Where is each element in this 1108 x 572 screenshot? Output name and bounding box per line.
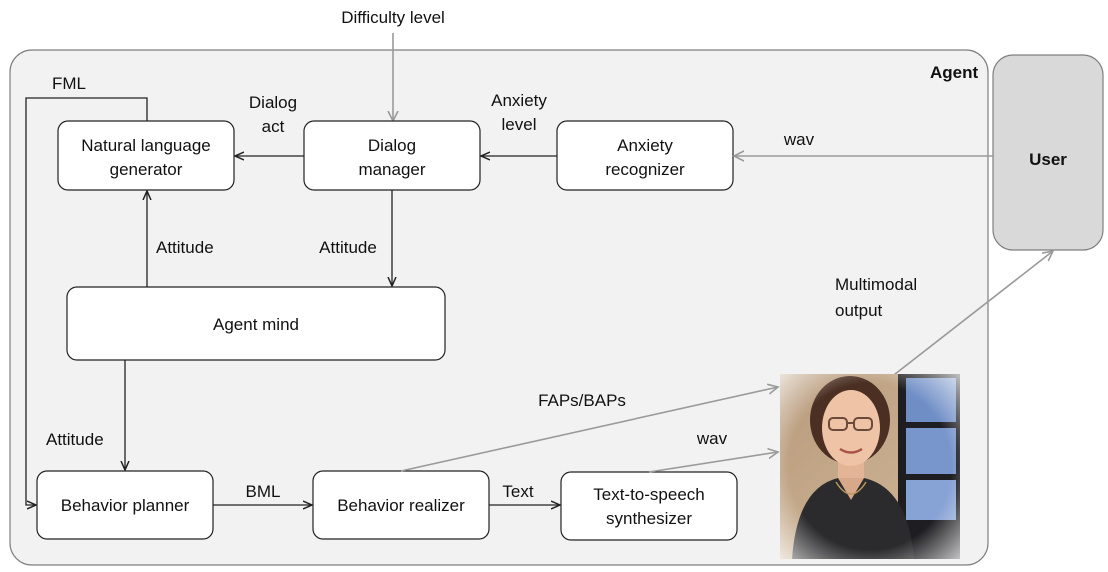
agent-mind-box[interactable]: Agent mind (66, 286, 446, 361)
agent-mind-label: Agent mind (213, 315, 299, 334)
behavior-realizer-box[interactable]: Behavior realizer (312, 470, 490, 540)
label-wav-out: wav (696, 429, 728, 448)
label-text: Text (502, 482, 533, 501)
dialog-manager-label-line1: Dialog (368, 136, 416, 155)
agent-panel (9, 49, 989, 566)
arrow-tts-wav-to-avatar (648, 452, 778, 473)
label-anxiety-level-line2: level (502, 115, 537, 134)
nlg-box[interactable]: Natural language generator (57, 120, 235, 191)
difficulty-level-label: Difficulty level (341, 8, 445, 27)
label-bml: BML (246, 482, 281, 501)
tts-box[interactable]: Text-to-speech synthesizer (560, 471, 738, 541)
arrow-avatar-to-user (889, 251, 1053, 379)
arrow-fml-nlg-to-bp (25, 97, 148, 505)
anxiety-recognizer-box[interactable]: Anxiety recognizer (556, 120, 734, 191)
label-dialog-act-line2: act (262, 117, 285, 136)
user-label: User (1029, 150, 1067, 169)
dialog-manager-box[interactable]: Dialog manager (303, 120, 481, 191)
label-attitude-mind-to-bp: Attitude (46, 430, 104, 449)
behavior-planner-label: Behavior planner (61, 496, 190, 515)
tts-label-line1: Text-to-speech (593, 485, 705, 504)
behavior-realizer-label: Behavior realizer (337, 496, 465, 515)
label-dialog-act-line1: Dialog (249, 93, 297, 112)
dialog-manager-label-line2: manager (358, 160, 425, 179)
arrow-br-faps-to-avatar (400, 387, 778, 472)
nlg-label-line2: generator (110, 160, 183, 179)
label-attitude-dm-to-mind: Attitude (319, 238, 377, 257)
nlg-label-line1: Natural language (81, 136, 210, 155)
label-multimodal-line1: Multimodal (835, 275, 917, 294)
label-faps-baps: FAPs/BAPs (538, 391, 626, 410)
behavior-planner-box[interactable]: Behavior planner (36, 470, 214, 540)
label-multimodal-line2: output (835, 301, 883, 320)
agent-title: Agent (930, 63, 979, 82)
anxiety-recognizer-label-line1: Anxiety (617, 136, 673, 155)
anxiety-recognizer-label-line2: recognizer (605, 160, 685, 179)
label-fml: FML (52, 74, 86, 93)
tts-label-line2: synthesizer (606, 509, 692, 528)
avatar-image (780, 374, 960, 559)
label-anxiety-level-line1: Anxiety (491, 91, 547, 110)
label-wav-in: wav (783, 130, 815, 149)
label-attitude-mind-to-nlg: Attitude (156, 238, 214, 257)
